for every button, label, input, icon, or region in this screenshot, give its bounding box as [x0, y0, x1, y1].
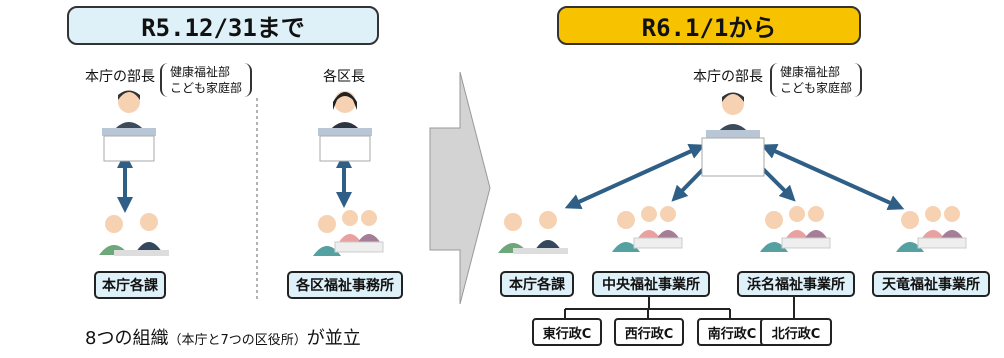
left-ward-staff-figure [313, 210, 384, 256]
transition-arrow [429, 71, 491, 305]
left-honcho-title: 本庁の部長 [85, 69, 155, 85]
right-honcho-dept-1: 健康福祉部 [780, 65, 841, 79]
left-honcho-dept-2: こども家庭部 [170, 81, 243, 95]
right-office-chuo-text: 中央福祉事業所 [602, 277, 700, 293]
footer-main-b: が並立 [306, 328, 361, 349]
chuo-unit-south: 南行政C [697, 318, 767, 346]
right-honcho-staff-figure [498, 211, 568, 254]
right-honcho-dept-bracket: 健康福祉部 こども家庭部 [770, 63, 863, 97]
left-footer-note: 8つの組織（本庁と7つの区役所）が並立 [85, 324, 361, 350]
left-ward-office-label-text: 各区福祉事務所 [296, 278, 394, 294]
right-office-hamana-text: 浜名福祉事業所 [747, 277, 845, 293]
right-office-honcho-section-text: 本庁各課 [509, 277, 565, 293]
left-period-header: R5.12/31まで [67, 6, 379, 45]
chuo-unit-west-text: 西行政C [624, 326, 674, 342]
right-honcho-title: 本庁の部長 [693, 69, 763, 85]
tenryu-office-staff-figure [896, 206, 967, 252]
right-period-header-text: R6.1/1から [641, 14, 777, 42]
chuo-unit-east-text: 東行政C [542, 326, 592, 342]
right-honcho-dept-2: こども家庭部 [780, 81, 853, 95]
arrow-to-tenryu-office [760, 143, 905, 211]
hamana-office-staff-figure [760, 206, 831, 252]
left-ward-office-label: 各区福祉事務所 [287, 271, 403, 299]
left-honcho-section-label: 本庁各課 [94, 271, 166, 299]
right-office-tenryu-text: 天竜福祉事業所 [882, 277, 980, 293]
right-office-tenryu: 天竜福祉事業所 [872, 271, 990, 297]
hamana-unit-north: 北行政C [760, 318, 832, 346]
right-office-chuo: 中央福祉事業所 [592, 271, 710, 297]
chuo-unit-south-text: 南行政C [707, 326, 757, 342]
left-period-header-text: R5.12/31まで [141, 14, 305, 42]
left-honcho-dept-bracket: 健康福祉部 こども家庭部 [160, 63, 253, 97]
left-honcho-staff-figure [99, 213, 169, 256]
left-honcho-section-label-text: 本庁各課 [102, 278, 158, 294]
left-honcho-dept-1: 健康福祉部 [170, 65, 231, 79]
right-honcho-director-figure [701, 92, 765, 177]
chuo-office-staff-figure [612, 206, 683, 252]
right-period-header: R6.1/1から [557, 6, 861, 45]
chuo-unit-east: 東行政C [532, 318, 602, 346]
right-office-hamana: 浜名福祉事業所 [737, 271, 855, 297]
left-ward-head-figure [318, 91, 372, 162]
left-ward-title: 各区長 [323, 69, 365, 85]
chuo-unit-west: 西行政C [614, 318, 684, 346]
hamana-unit-north-text: 北行政C [771, 326, 821, 342]
footer-paren: （本庁と7つの区役所） [168, 333, 307, 348]
right-office-honcho-section: 本庁各課 [500, 271, 574, 297]
footer-main-a: 8つの組織 [85, 328, 169, 349]
left-honcho-director-figure [102, 90, 156, 162]
